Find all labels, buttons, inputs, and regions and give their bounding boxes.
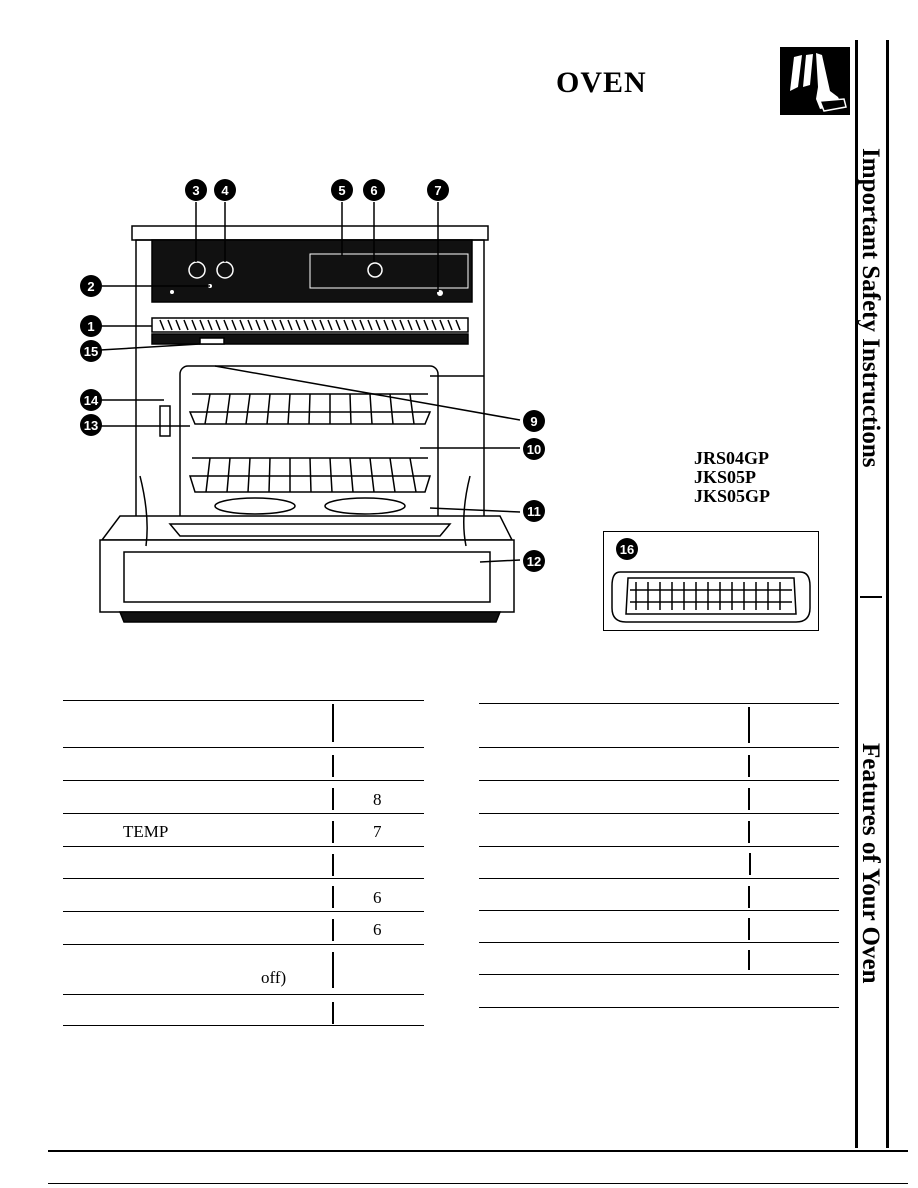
right-feature-table <box>479 703 839 1009</box>
table-rule <box>479 1007 839 1008</box>
column-divider <box>332 952 334 988</box>
column-divider <box>748 821 750 843</box>
callout-10: 10 <box>523 438 545 460</box>
oven-diagram <box>80 176 550 636</box>
page-number: 6 <box>373 888 382 907</box>
callout-7: 7 <box>427 179 449 201</box>
column-divider <box>332 886 334 908</box>
callout-12: 12 <box>523 550 545 572</box>
callout-15: 15 <box>80 340 102 362</box>
callout-2: 2 <box>80 275 102 297</box>
footer-rule <box>48 1150 908 1152</box>
column-divider <box>332 704 334 742</box>
column-divider <box>748 950 750 970</box>
sidebar-divider-outer <box>886 40 889 1148</box>
page-number: 7 <box>373 822 382 841</box>
column-divider <box>749 853 751 875</box>
table-rule <box>63 994 424 995</box>
broiler-pan-box: 16 <box>603 531 819 631</box>
callout-14: 14 <box>80 389 102 411</box>
left-feature-table: 8 TEMP 7 6 6 off) <box>63 700 424 1026</box>
callout-3: 3 <box>185 179 207 201</box>
callout-13: 13 <box>80 414 102 436</box>
sidebar-divider <box>855 40 858 1148</box>
callout-5: 5 <box>331 179 353 201</box>
callout-16: 16 <box>616 538 638 560</box>
column-divider <box>748 918 750 940</box>
table-rule <box>479 747 839 748</box>
column-divider <box>748 788 750 810</box>
sidebar-section-features[interactable]: Features of Your Oven <box>857 743 884 984</box>
table-rule <box>479 942 839 943</box>
column-divider <box>332 788 334 810</box>
oven-illustration <box>99 202 521 623</box>
table-rule <box>63 813 424 814</box>
table-rule <box>63 878 424 879</box>
sidebar-separator <box>860 596 882 598</box>
table-rule <box>63 911 424 912</box>
feature-label: off) <box>261 968 287 987</box>
page-number: 6 <box>373 920 382 939</box>
feature-label: TEMP <box>123 822 169 841</box>
table-rule <box>63 700 424 701</box>
column-divider <box>748 707 750 743</box>
table-rule <box>479 703 839 704</box>
table-rule <box>63 944 424 945</box>
callout-4: 4 <box>214 179 236 201</box>
table-rule <box>479 910 839 911</box>
callout-1: 1 <box>80 315 102 337</box>
sidebar-section-safety[interactable]: Important Safety Instructions <box>857 148 884 468</box>
column-divider <box>332 854 334 876</box>
model-number: JRS04GP <box>694 448 770 468</box>
table-rule <box>63 1025 424 1026</box>
table-rule <box>479 846 839 847</box>
column-divider <box>332 919 334 941</box>
hand-pointing-icon <box>780 47 850 115</box>
callout-11: 11 <box>523 500 545 522</box>
model-number: JKS05P <box>694 467 757 487</box>
callout-6: 6 <box>363 179 385 201</box>
column-divider <box>332 821 334 843</box>
table-rule <box>479 813 839 814</box>
column-divider <box>748 886 750 908</box>
table-rule <box>479 974 839 975</box>
broiler-pan-illustration <box>611 571 811 623</box>
column-divider <box>332 1002 334 1024</box>
page-title: OVEN <box>556 66 647 99</box>
page-number: 8 <box>373 790 382 809</box>
model-number: JKS05GP <box>694 486 771 506</box>
column-divider <box>748 755 750 777</box>
table-rule <box>479 780 839 781</box>
table-rule <box>63 780 424 781</box>
callout-9: 9 <box>523 410 545 432</box>
model-list: JRS04GP JKS05P JKS05GP <box>694 449 770 506</box>
column-divider <box>332 755 334 777</box>
table-rule <box>63 846 424 847</box>
footer-rule-lower <box>48 1183 908 1184</box>
table-rule <box>479 878 839 879</box>
table-rule <box>63 747 424 748</box>
